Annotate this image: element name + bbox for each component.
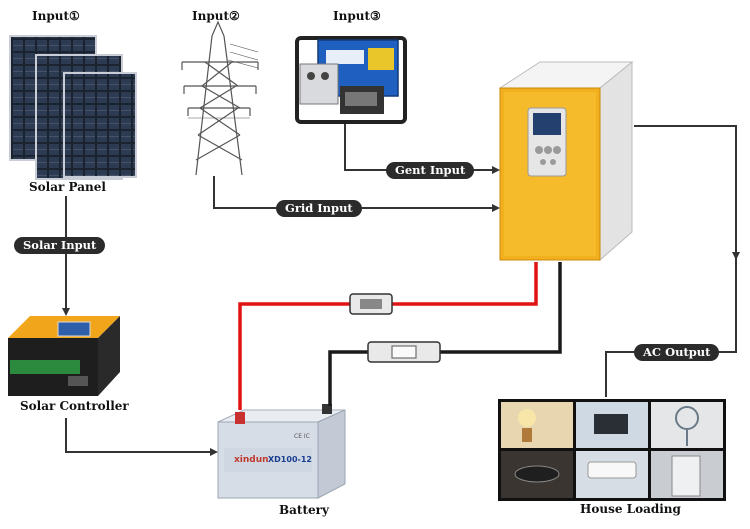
- battery-brand-text: xindun: [234, 455, 269, 465]
- solar-input-badge: Solar Input: [14, 237, 106, 254]
- solar-panel-label: Solar Panel: [29, 180, 106, 194]
- solar-controller-label: Solar Controller: [20, 399, 129, 413]
- house-loading-label: House Loading: [580, 502, 681, 516]
- grid-input-badge: Grid Input: [276, 200, 362, 217]
- solar-controller-image: [8, 316, 120, 396]
- input3-label: Input③: [333, 9, 381, 23]
- inverter-image: [498, 60, 634, 262]
- battery-model-text: XD100-12: [268, 455, 312, 464]
- battery-mark-text: CE IC: [294, 433, 310, 440]
- gent-input-badge: Gent Input: [386, 162, 475, 179]
- generator-image: [295, 36, 407, 124]
- house-loading-image: [498, 399, 726, 501]
- battery-label: Battery: [279, 503, 329, 517]
- battery-image: xindun XD100-12 CE IC: [217, 404, 346, 499]
- input1-label: Input①: [32, 9, 80, 23]
- input2-label: Input②: [192, 9, 240, 23]
- solar-panel-image: [9, 35, 137, 180]
- ac-output-badge: AC Output: [634, 344, 720, 361]
- grid-tower-image: [181, 20, 259, 176]
